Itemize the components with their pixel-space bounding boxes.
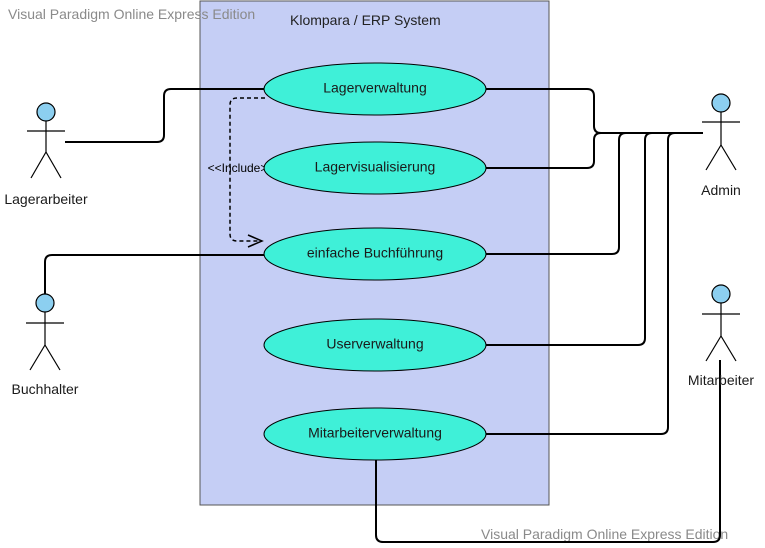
assoc-admin-buchfuehrung <box>486 132 703 255</box>
use-case-label: Mitarbeiterverwaltung <box>308 425 442 441</box>
use-case-userverwaltung[interactable]: Userverwaltung <box>263 318 487 372</box>
use-case-label: Lagerverwaltung <box>323 80 427 96</box>
actor-label: Lagerarbeiter <box>4 191 88 207</box>
use-case-ellipse[interactable] <box>263 62 487 116</box>
watermark-top: Visual Paradigm Online Express Edition <box>8 6 255 22</box>
actor-label: Admin <box>701 182 741 198</box>
assoc-admin-lagervisualisierung <box>486 132 703 169</box>
actor-mitarbeiter[interactable]: Mitarbeiter <box>688 284 754 388</box>
assoc-lagerarbeiter-lagerverwaltung <box>65 88 265 143</box>
actor-buchhalter[interactable]: Buchhalter <box>12 293 79 397</box>
use-case-ellipse[interactable] <box>263 407 487 461</box>
actor-label: Mitarbeiter <box>688 372 754 388</box>
use-case-label: Lagervisualisierung <box>315 159 436 175</box>
use-case-ellipse[interactable] <box>263 141 487 195</box>
watermark-bottom: Visual Paradigm Online Express Edition <box>481 526 728 542</box>
stick-figure-icon[interactable] <box>27 102 65 179</box>
include-dependency: <<Include>> <box>208 97 275 248</box>
include-dashed-line <box>229 97 265 242</box>
use-case-lagerverwaltung[interactable]: Lagerverwaltung <box>263 62 487 116</box>
use-case-mitarbeiterverwaltung[interactable]: Mitarbeiterverwaltung <box>263 407 487 461</box>
assoc-mitarbeiter-mitarbeiterverwaltung <box>375 360 721 543</box>
stick-figure-icon[interactable] <box>26 293 64 371</box>
associations <box>44 88 721 543</box>
assoc-admin-userverwaltung <box>486 132 703 346</box>
use-case-lagervisualisierung[interactable]: Lagervisualisierung <box>263 141 487 195</box>
use-case-ellipse[interactable] <box>263 227 487 281</box>
include-arrowhead <box>247 234 264 248</box>
assoc-admin-mitarbeiterverwaltung <box>486 132 703 435</box>
stick-figure-icon[interactable] <box>702 284 740 362</box>
actor-label: Buchhalter <box>12 381 79 397</box>
use-case-ellipse[interactable] <box>263 318 487 372</box>
use-case-label: einfache Buchführung <box>307 245 443 261</box>
stick-figure-icon[interactable] <box>702 93 740 171</box>
system-title: Klompara / ERP System <box>290 12 441 28</box>
use-case-einfache-buchfuehrung[interactable]: einfache Buchführung <box>263 227 487 281</box>
actor-admin[interactable]: Admin <box>701 93 741 198</box>
use-case-label: Userverwaltung <box>326 336 423 352</box>
include-label: <<Include>> <box>208 161 275 175</box>
actor-lagerarbeiter[interactable]: Lagerarbeiter <box>4 102 88 207</box>
assoc-buchhalter-buchfuehrung <box>44 254 265 295</box>
